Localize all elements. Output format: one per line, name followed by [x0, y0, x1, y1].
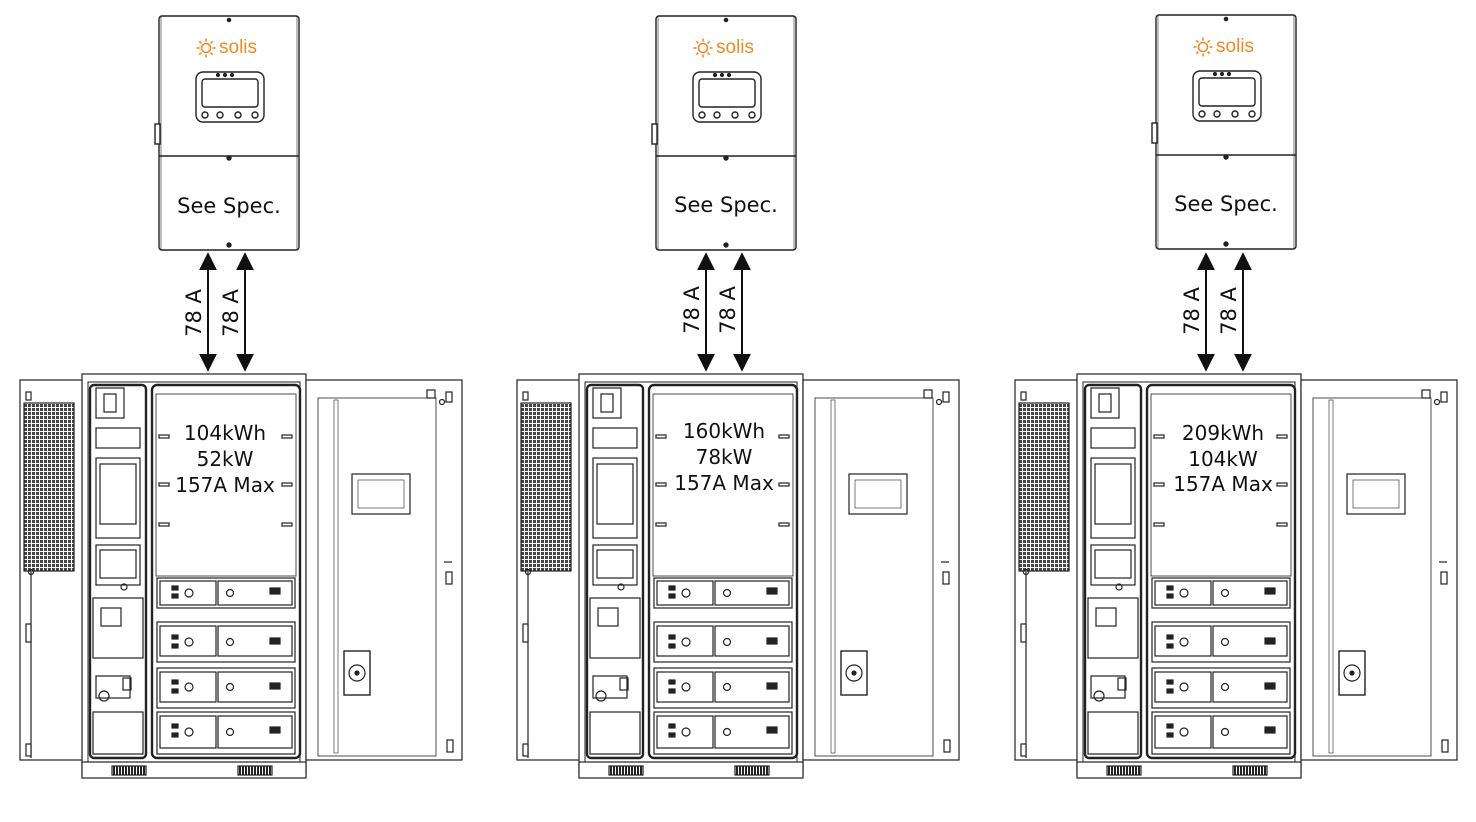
brand-logo-2: solis	[716, 37, 754, 58]
current-label-2b: 78 A	[716, 285, 740, 333]
system-3: solis See Spec. 78 A 78 A 209kWh 104kW 1…	[1013, 14, 1459, 780]
battery-energy-3: 209kWh	[1182, 421, 1264, 445]
inverter-1: solis See Spec.	[154, 15, 300, 251]
system-2: solis See Spec. 78 A 78 A 160kWh 78kW 15…	[515, 15, 961, 780]
battery-power-3: 104kW	[1188, 447, 1258, 471]
current-label-3a: 78 A	[1180, 286, 1204, 334]
battery-max-current-1: 157A Max	[175, 473, 275, 497]
brand-logo-1: solis	[219, 37, 257, 58]
inverter-3: solis See Spec.	[1151, 14, 1297, 250]
system-1: solis See Spec. 78 A 78 A 104kWh 52kW 15…	[18, 15, 464, 780]
current-label-1a: 78 A	[182, 288, 206, 336]
current-label-3b: 78 A	[1217, 286, 1241, 334]
battery-energy-2: 160kWh	[683, 419, 765, 443]
battery-cabinet-1: 104kWh 52kW 157A Max	[18, 372, 464, 780]
current-label-1b: 78 A	[219, 288, 243, 336]
battery-power-1: 52kW	[197, 447, 254, 471]
battery-power-2: 78kW	[696, 445, 753, 469]
current-arrows-3: 78 A 78 A	[1180, 252, 1252, 372]
battery-cabinet-3: 209kWh 104kW 157A Max	[1013, 372, 1459, 780]
brand-logo-3: solis	[1216, 36, 1254, 57]
battery-energy-1: 104kWh	[184, 421, 266, 445]
inverter-spec-label-2: See Spec.	[674, 193, 778, 217]
inverter-2: solis See Spec.	[651, 15, 797, 251]
inverter-spec-label-1: See Spec.	[177, 194, 281, 218]
inverter-spec-label-3: See Spec.	[1174, 192, 1278, 216]
battery-max-current-2: 157A Max	[674, 471, 774, 495]
current-arrows-1: 78 A 78 A	[182, 252, 254, 372]
current-arrows-2: 78 A 78 A	[680, 252, 751, 372]
battery-max-current-3: 157A Max	[1173, 472, 1273, 496]
current-label-2a: 78 A	[680, 285, 704, 333]
battery-cabinet-2: 160kWh 78kW 157A Max	[515, 372, 961, 780]
